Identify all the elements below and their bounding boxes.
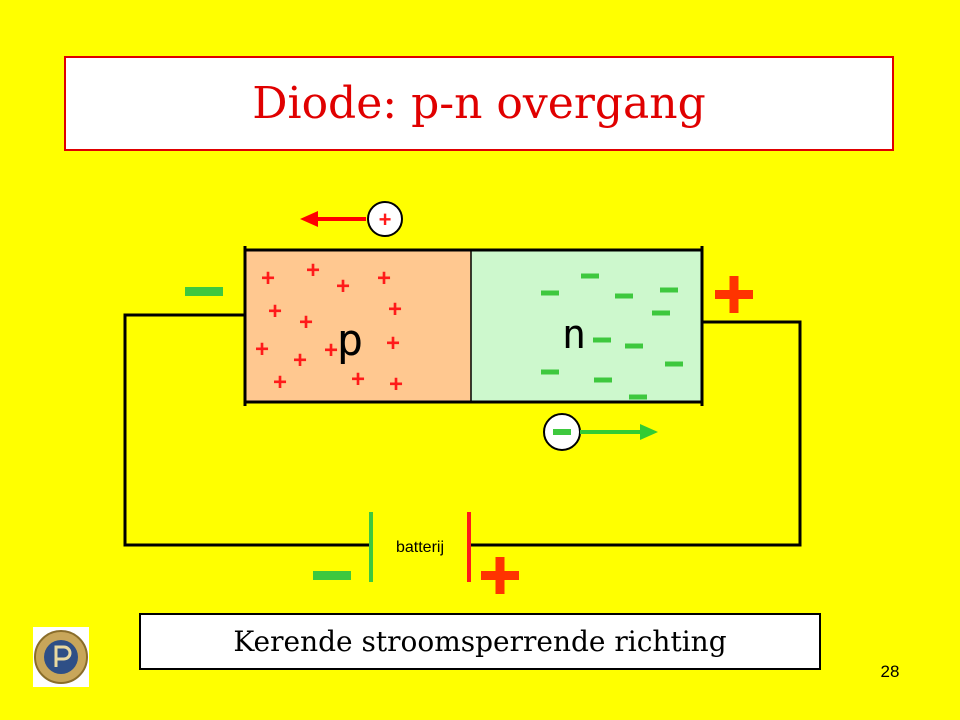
hole-plus-mark: + — [273, 369, 287, 396]
p-region — [245, 250, 471, 402]
hole-plus-mark: + — [255, 336, 269, 363]
battery-label: batterij — [396, 539, 444, 556]
electron-minus-mark — [665, 361, 683, 367]
electron-minus-mark — [652, 310, 670, 316]
hole-plus-mark: + — [351, 366, 365, 393]
battery-plus-vertical — [495, 557, 505, 594]
n-label: n — [562, 312, 586, 358]
caption-box: Kerende stroomsperrende richting — [139, 613, 821, 670]
hole-plus-mark: + — [324, 337, 338, 364]
logo-letter-shape — [54, 645, 72, 667]
holes-group: ++++++++++++++ — [255, 257, 403, 398]
p-label: p — [337, 315, 364, 366]
hole-carrier-circle — [367, 201, 403, 237]
electron-minus-mark — [660, 287, 678, 293]
electron-minus-mark — [629, 394, 647, 400]
hole-plus-mark: + — [336, 273, 350, 300]
electron-minus-mark — [593, 337, 611, 343]
n-region — [471, 250, 702, 402]
wire-right — [469, 320, 802, 547]
hole-plus-mark: + — [293, 347, 307, 374]
slide-caption: Kerende stroomsperrende richting — [233, 625, 727, 658]
hole-plus-mark: + — [268, 298, 282, 325]
hole-carrier-sign: + — [379, 207, 392, 232]
electron-carrier-indicator — [543, 413, 658, 451]
electron-arrow-head — [640, 424, 658, 440]
electron-minus-mark — [625, 343, 643, 349]
title-box: Diode: p-n overgang — [64, 56, 894, 151]
electron-minus-mark — [581, 273, 599, 279]
circuit-wires — [123, 313, 802, 547]
badge-logo-icon — [33, 627, 89, 687]
electron-minus-mark — [594, 377, 612, 383]
wire-left — [123, 313, 371, 547]
electron-minus-mark — [541, 369, 559, 375]
battery: batterij — [369, 512, 471, 582]
logo-inner-disc — [44, 640, 78, 674]
battery-minus-sign — [313, 571, 351, 580]
hole-plus-mark: + — [299, 309, 313, 336]
hole-arrow-head — [300, 211, 318, 227]
hole-plus-mark: + — [377, 265, 391, 292]
hole-plus-mark: + — [306, 257, 320, 284]
page-number: 28 — [880, 662, 900, 681]
hole-plus-mark: + — [388, 296, 402, 323]
slide-title: Diode: p-n overgang — [252, 78, 706, 129]
electron-carrier-minus — [553, 429, 571, 435]
hole-plus-mark: + — [386, 330, 400, 357]
right-terminal-plus-vertical — [729, 276, 739, 313]
hole-plus-mark: + — [261, 265, 275, 292]
right-terminal-plus-sign — [715, 276, 753, 313]
hole-plus-mark: + — [389, 371, 403, 398]
battery-plus-sign — [481, 557, 519, 594]
electron-minus-mark — [615, 293, 633, 299]
hole-carrier-indicator: + — [300, 201, 403, 237]
left-terminal-minus-sign — [185, 287, 223, 296]
electrons-group — [541, 273, 683, 400]
electron-minus-mark — [541, 290, 559, 296]
